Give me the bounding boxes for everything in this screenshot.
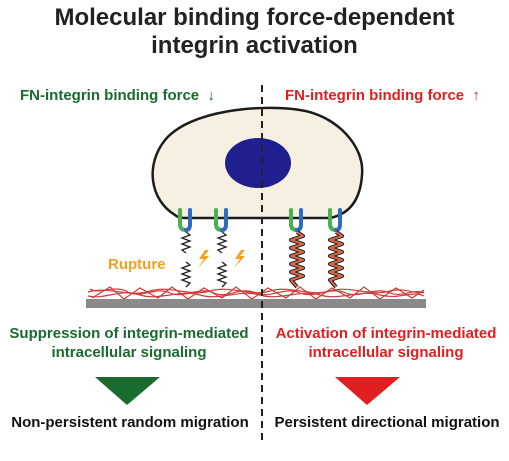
integrin-right-1 — [289, 208, 303, 232]
lightning-icon — [234, 250, 245, 268]
integrin-left-1 — [178, 208, 192, 232]
right-spring-1-color — [290, 231, 304, 288]
right-signal-line-2: intracellular signaling — [308, 344, 464, 361]
left-migration-label: Non-persistent random migration — [11, 414, 249, 431]
right-spring-2-color — [329, 231, 343, 288]
lightning-icon — [198, 250, 209, 268]
right-signal-line-1: Activation of integrin-mediated — [275, 325, 497, 342]
up-arrow-icon: ↑ — [472, 87, 480, 104]
right-down-triangle — [335, 377, 400, 405]
left-signal-line-2: intracellular signaling — [51, 344, 207, 361]
right-force-label: FN-integrin binding force ↑ — [285, 87, 480, 105]
integrin-right-2 — [328, 208, 342, 232]
left-spring-1-lower — [180, 261, 192, 288]
left-spring-1-upper — [180, 231, 192, 254]
right-migration-label: Persistent directional migration — [274, 414, 500, 431]
right-force-text: FN-integrin binding force — [285, 87, 465, 104]
down-arrow-icon: ↓ — [207, 87, 215, 104]
rupture-label: Rupture — [108, 256, 166, 273]
left-down-triangle — [95, 377, 160, 405]
left-force-label: FN-integrin binding force ↓ — [20, 87, 215, 105]
title-line-2: integrin activation — [151, 32, 358, 59]
left-force-text: FN-integrin binding force — [20, 87, 200, 104]
left-spring-2-upper — [216, 231, 228, 254]
substrate — [86, 299, 426, 308]
fibronectin-layer — [87, 286, 425, 300]
title-line-1: Molecular binding force-dependent — [54, 4, 455, 31]
integrin-left-2 — [214, 208, 228, 232]
left-spring-2-lower — [216, 261, 228, 288]
left-signal-line-1: Suppression of integrin-mediated — [9, 325, 249, 342]
nucleus — [225, 138, 291, 188]
